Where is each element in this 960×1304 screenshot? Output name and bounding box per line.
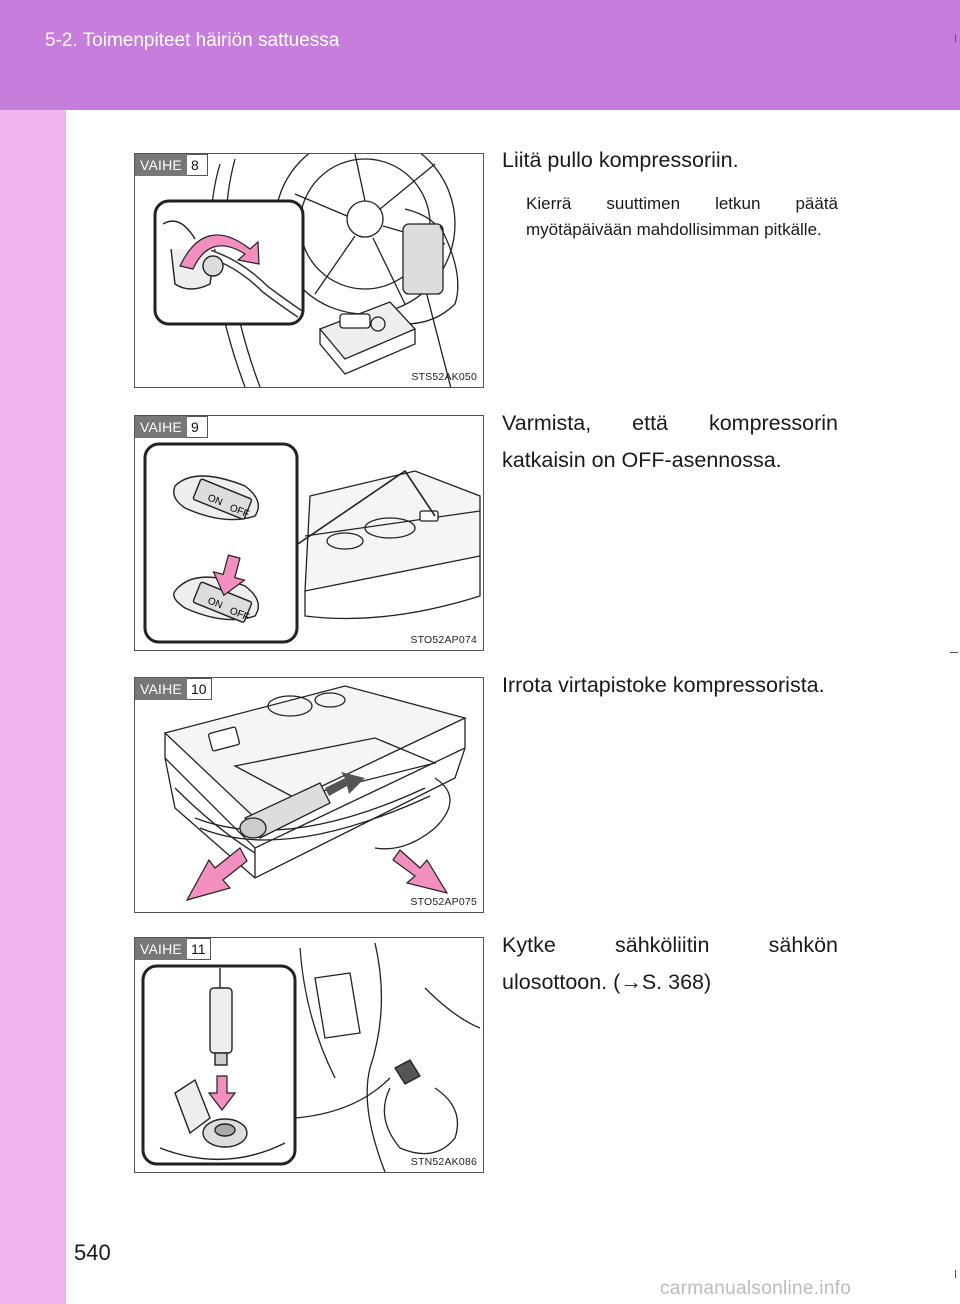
step-9-text: Varmista, että kompressorin katkaisin on… [502,411,838,472]
watermark: carmanualsonline.info [660,1278,852,1299]
step-label: VAIHE [135,154,187,176]
step-11-text: Kytke sähköliitin sähkön ulosottoon. (→S… [502,933,838,994]
step-10-text: Irrota virtapistoke kompressorista. [502,673,825,697]
header-band: 5-2. Toimenpiteet häiriön sattuessa [0,0,960,110]
side-band [0,110,66,1304]
step-8-text: Liitä pullo kompressoriin. [502,148,739,172]
figure-code: STN52AK086 [410,1156,477,1168]
step-number: 10 [186,678,212,700]
section-title: 5-2. Toimenpiteet häiriön sattuessa [45,30,340,51]
step-badge: VAIHE 10 [135,678,212,700]
compressor-bottle-illustration [153,154,459,387]
step-label: VAIHE [135,938,187,960]
compressor-switch-illustration: ON OFF ON OFF [143,442,481,644]
figure-code: STO52AP075 [410,896,477,908]
page-number: 540 [74,1240,111,1265]
figure-code: STO52AP074 [410,634,477,646]
step-badge: VAIHE 9 [135,416,208,438]
compressor-unplug-illustration [163,685,467,901]
switch-on-label: ON [206,596,224,612]
step-label: VAIHE [135,416,187,438]
crop-mark [955,1270,956,1278]
step-label: VAIHE [135,678,187,700]
figure-step-9: ON OFF ON OFF VAIHE 9 STO52AP074 [134,415,484,651]
step-badge: VAIHE 11 [135,938,211,960]
figure-code: STS52AK050 [411,371,477,383]
switch-on-label: ON [206,493,224,509]
step-number: 11 [186,938,211,960]
step-badge: VAIHE 8 [135,154,208,176]
power-outlet-illustration [141,942,481,1172]
figure-step-10: VAIHE 10 STO52AP075 [134,677,484,913]
step-8-note: Kierrä suuttimen letkun päätä myötäpäivä… [526,194,838,239]
step-number: 8 [186,154,208,176]
figure-step-11: VAIHE 11 STN52AK086 [134,937,484,1173]
figure-step-8: VAIHE 8 STS52AK050 [134,153,484,388]
crop-mark [950,652,958,653]
step-number: 9 [186,416,208,438]
crop-mark [955,34,956,42]
